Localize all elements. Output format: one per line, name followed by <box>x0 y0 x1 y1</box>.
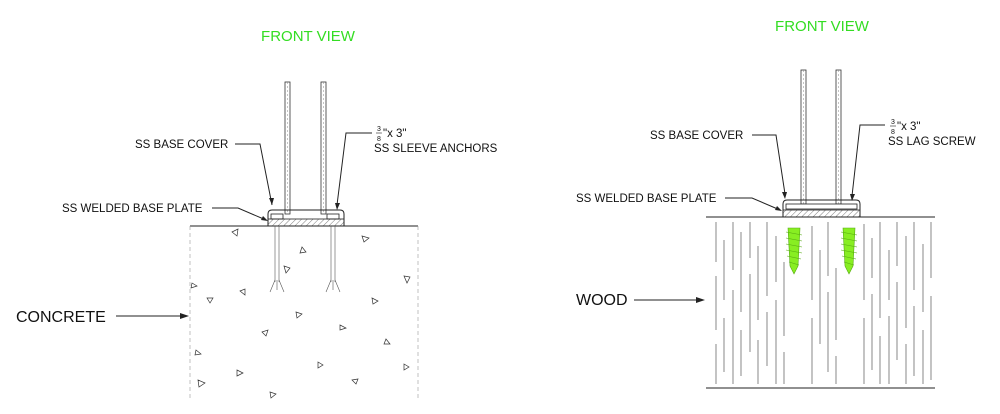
right-posts <box>800 69 842 205</box>
wood-block <box>706 216 935 389</box>
right-title: FRONT VIEW <box>775 18 870 35</box>
right-cover-inner <box>785 203 858 210</box>
screw-size-rest: "x 3" <box>897 121 921 133</box>
left-base-cover-label: SS BASE COVER <box>135 139 228 151</box>
anchor-size-num: 3 <box>377 126 381 133</box>
concrete-label: CONCRETE <box>16 309 106 326</box>
screw-size-den: 8 <box>891 129 895 136</box>
anchor-size-rest: "x 3" <box>383 128 407 140</box>
right-panel: FRONT VIEW <box>576 18 976 389</box>
left-anchor-label: SS SLEEVE ANCHORS <box>374 143 498 155</box>
right-base-cover <box>782 199 861 217</box>
right-base-plate <box>782 209 861 218</box>
wood-label: WOOD <box>576 292 628 309</box>
right-base-plate-label: SS WELDED BASE PLATE <box>576 193 717 205</box>
left-nut-1 <box>270 213 284 220</box>
screw-size-num: 3 <box>891 119 895 126</box>
lag-screws <box>785 227 858 275</box>
left-posts <box>284 81 327 215</box>
left-panel: FRONT VIEW <box>16 28 498 400</box>
right-base-cover-label: SS BASE COVER <box>650 130 743 142</box>
left-title: FRONT VIEW <box>261 28 356 45</box>
left-nut-2 <box>326 213 340 220</box>
left-base-plate-label: SS WELDED BASE PLATE <box>62 203 203 215</box>
concrete-aggregate <box>190 228 411 399</box>
left-base-cover <box>267 209 345 226</box>
anchor-size-den: 8 <box>377 136 381 143</box>
sleeve-anchors <box>269 226 341 293</box>
right-screw-label: SS LAG SCREW <box>888 136 976 148</box>
left-base-plate <box>267 218 345 227</box>
